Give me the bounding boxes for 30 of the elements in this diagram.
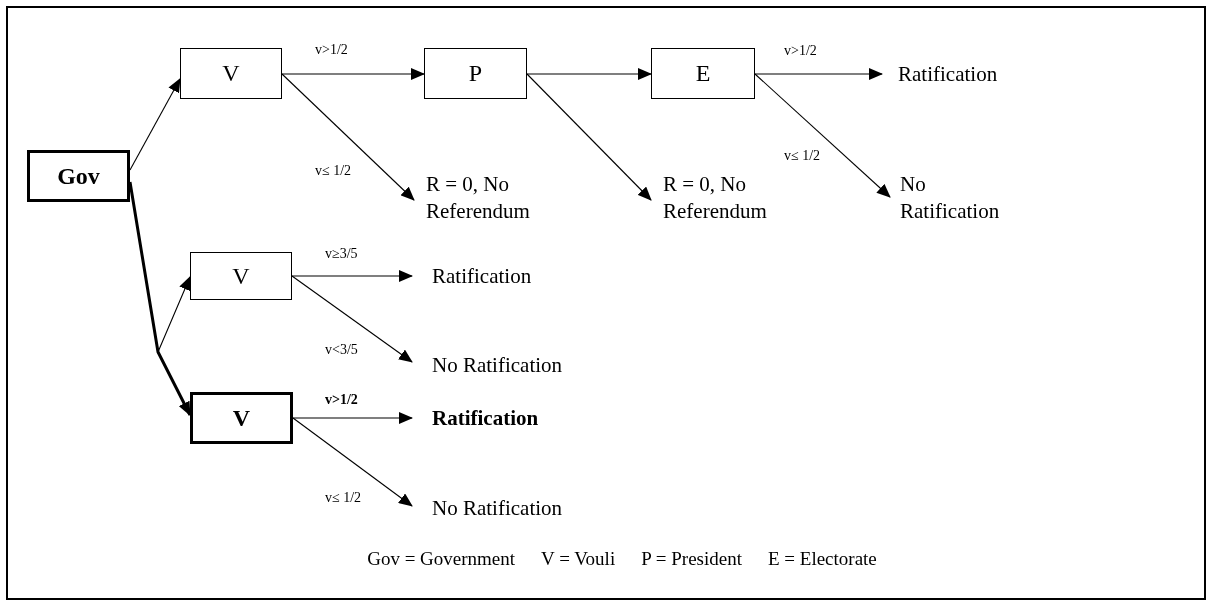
arrow	[281, 68, 425, 80]
process-box: P	[424, 48, 527, 99]
process-box: E	[651, 48, 755, 99]
arrow	[128, 181, 192, 416]
outcome-text: Ratification	[412, 262, 572, 290]
arrow	[129, 78, 181, 171]
arrow	[291, 275, 413, 363]
process-box: V	[180, 48, 282, 99]
outcome-text: R = 0, No Referendum	[414, 165, 574, 230]
process-box: V	[190, 252, 292, 300]
arrow	[754, 68, 883, 80]
key-text: P = President	[641, 548, 742, 570]
arrow	[292, 412, 413, 424]
arrow	[754, 73, 891, 198]
outcome-text: No Ratification	[890, 165, 1020, 230]
arrow	[526, 68, 652, 80]
arrow	[291, 270, 413, 282]
outcome-text: Ratification	[882, 60, 1032, 88]
key-text: Gov = Government	[367, 548, 516, 570]
process-box: V	[190, 392, 293, 444]
arrow	[281, 73, 415, 201]
arrow	[526, 73, 652, 201]
arrow	[292, 417, 413, 507]
key-text: V = Vouli	[541, 548, 616, 570]
outcome-text: No Ratification	[412, 493, 592, 523]
outcome-text: No Ratification	[412, 350, 592, 380]
outcome-text: R = 0, No Referendum	[651, 165, 811, 230]
outcome-text: Ratification	[412, 404, 582, 432]
process-box: Gov	[27, 150, 130, 202]
key-text: E = Electorate	[768, 548, 877, 570]
